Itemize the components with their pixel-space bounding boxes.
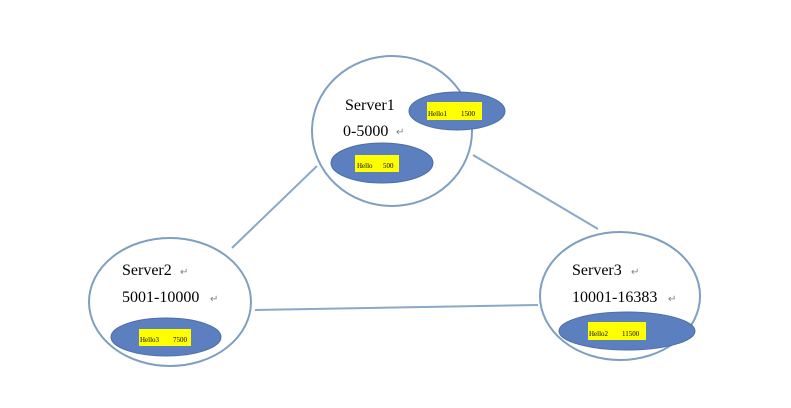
key-hello-label-bg — [355, 155, 399, 172]
key-hello1: Hello1 1500 — [408, 91, 506, 131]
key-hello2-name: Hello2 — [589, 330, 609, 338]
key-hello2-label-bg — [588, 322, 646, 340]
server1-node: Server1 0-5000 ↵ Hello1 1500 Hello 500 — [311, 55, 506, 207]
server2-range: 5001-10000 — [122, 289, 199, 306]
key-hello1-slot: 1500 — [461, 110, 476, 118]
paragraph-mark: ↵ — [396, 127, 404, 138]
key-hello2: Hello2 11500 — [558, 311, 696, 351]
key-hello3-label-bg — [139, 329, 191, 346]
server1-name: Server1 — [345, 97, 395, 114]
key-hello3-name: Hello3 — [140, 336, 160, 344]
paragraph-mark: ↵ — [668, 294, 676, 305]
paragraph-mark: ↵ — [210, 294, 218, 305]
key-hello1-label-bg — [427, 102, 482, 120]
server3-range: 10001-16383 — [572, 289, 657, 306]
edge-server2-server3 — [254, 304, 539, 311]
key-hello-slot: 500 — [383, 162, 394, 170]
key-hello: Hello 500 — [330, 142, 434, 184]
server2-name: Server2 — [122, 262, 172, 279]
paragraph-mark: ↵ — [180, 267, 188, 278]
key-hello1-name: Hello1 — [428, 110, 448, 118]
paragraph-mark: ↵ — [631, 267, 639, 278]
edge-server1-server3 — [472, 154, 599, 230]
server3-node: Server3 ↵ 10001-16383 ↵ Hello2 11500 — [539, 231, 701, 361]
edge-server1-server2 — [231, 165, 318, 249]
server2-node: Server2 ↵ 5001-10000 ↵ Hello3 7500 — [88, 237, 252, 367]
key-hello-name: Hello — [357, 162, 373, 170]
server3-name: Server3 — [572, 262, 622, 279]
key-hello2-slot: 11500 — [622, 330, 640, 338]
key-hello3-slot: 7500 — [173, 336, 188, 344]
server1-circle — [311, 55, 473, 207]
key-hello3: Hello3 7500 — [110, 317, 222, 357]
server1-range: 0-5000 — [343, 123, 388, 140]
